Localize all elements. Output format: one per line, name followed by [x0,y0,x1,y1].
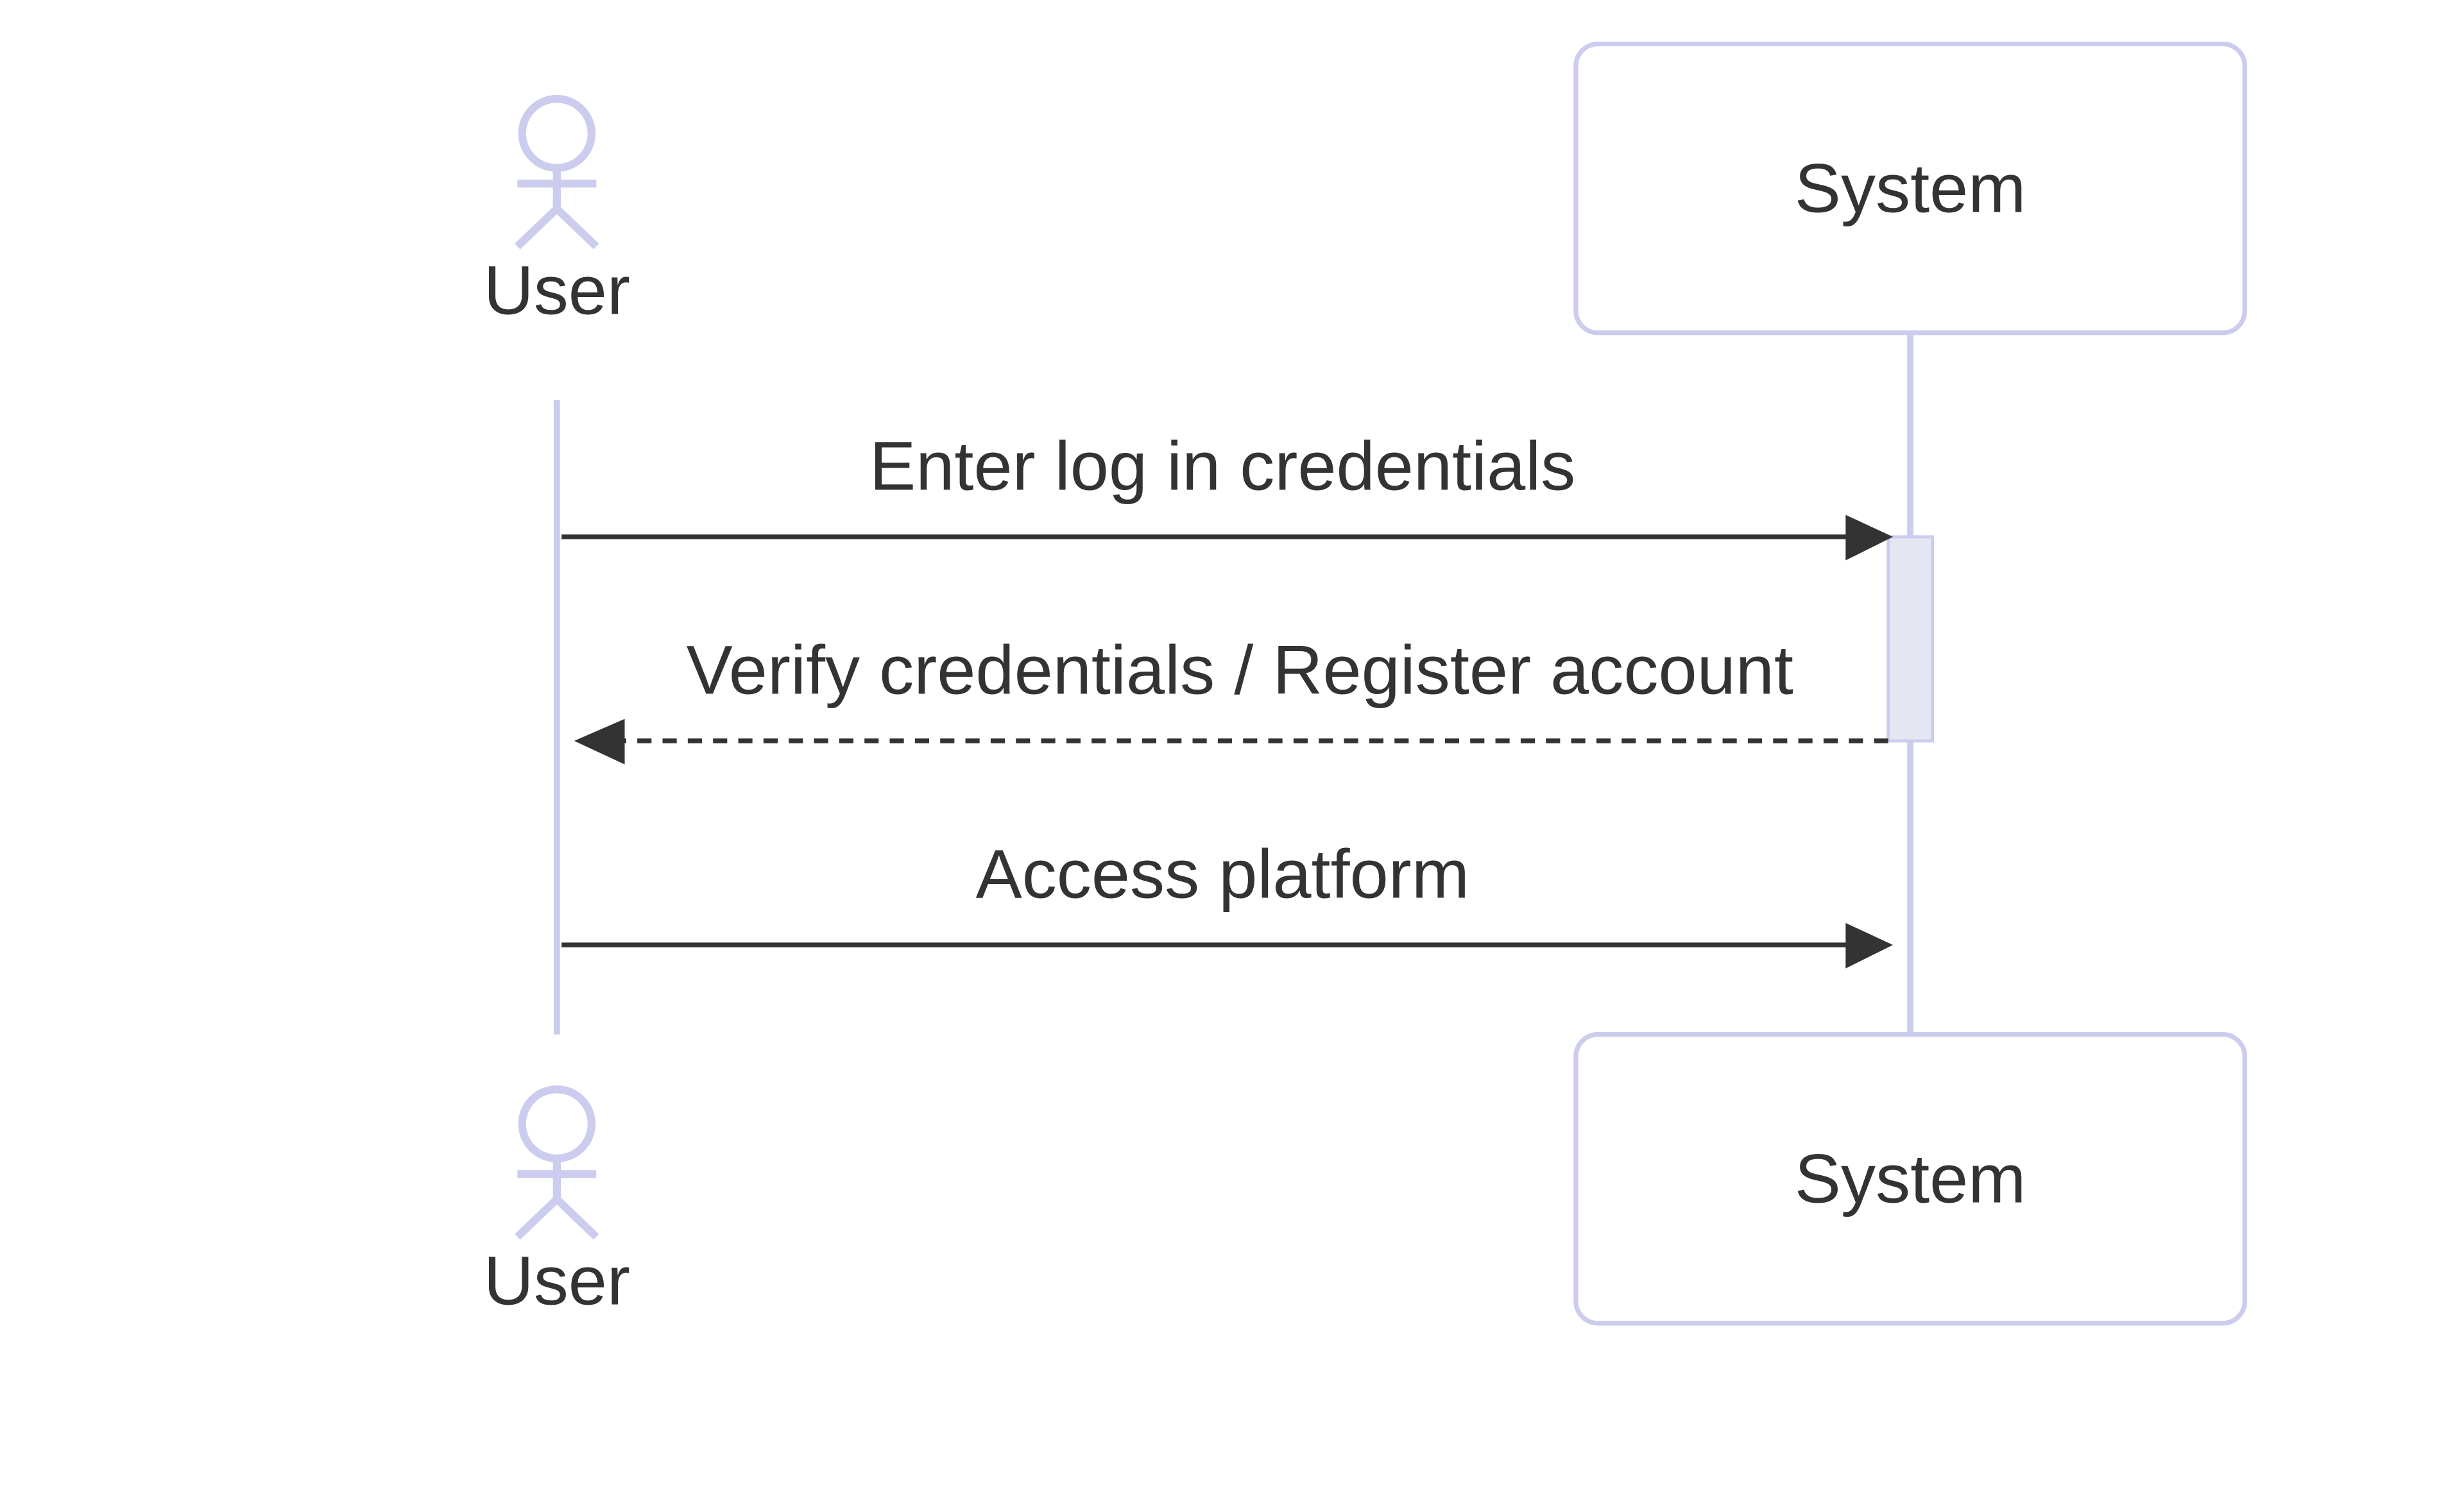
arrowhead-right-icon [1845,922,1894,969]
system-label-bottom: System [1795,1140,2026,1217]
system-box-bottom: System [1573,1031,2247,1326]
message-label: Enter log in credentials [869,427,1575,505]
user-actor-bottom: User [484,1085,630,1319]
user-label-top: User [484,251,630,329]
arrowhead-left-icon [574,718,625,765]
user-label-bottom: User [484,1242,630,1319]
system-label-top: System [1795,149,2026,227]
system-activation-bar [1887,535,1934,743]
system-box-top: System [1573,41,2247,335]
message-label: Access platform [976,835,1469,913]
user-figure-icon [515,1085,599,1240]
user-actor-top: User [484,95,630,329]
message-verify-register: Verify credentials / Register account [574,631,1888,765]
message-enter-credentials: Enter log in credentials [561,427,1894,561]
user-figure-icon [515,95,599,250]
message-label: Verify credentials / Register account [687,631,1793,709]
arrowhead-right-icon [1845,514,1894,561]
message-access-platform: Access platform [561,835,1894,969]
